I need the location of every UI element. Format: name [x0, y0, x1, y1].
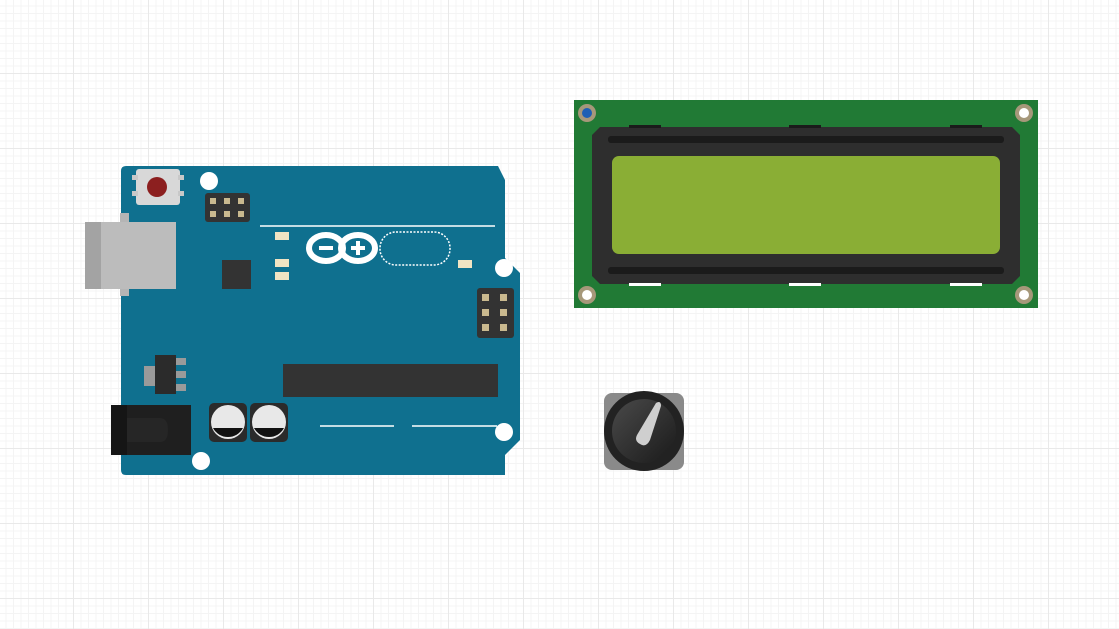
- arduino-pcb: [121, 166, 520, 475]
- icsp2-header: [205, 193, 250, 222]
- usb-connector: [85, 213, 176, 296]
- lcd-tab: [950, 125, 982, 128]
- voltage-regulator: [144, 355, 186, 394]
- lcd-tab: [789, 125, 821, 128]
- lcd-bezel-slot: [608, 136, 1004, 143]
- atmega-chip: [283, 364, 498, 397]
- usb-chip: [222, 260, 251, 289]
- lcd-tab: [629, 283, 661, 286]
- arduino-logo: [306, 231, 451, 266]
- led-tx: [275, 259, 289, 267]
- lcd-screen: [612, 156, 1000, 254]
- power-jack: [111, 405, 191, 455]
- mounting-hole: [495, 423, 513, 441]
- capacitor: [209, 403, 247, 442]
- lcd-mount-hole-inner: [582, 290, 592, 300]
- icsp-header: [477, 288, 514, 338]
- mounting-hole: [200, 172, 218, 190]
- lcd-tab: [629, 125, 661, 128]
- arduino-uno-board[interactable]: [85, 166, 520, 475]
- lcd-mount-hole-inner: [582, 108, 592, 118]
- lcd-bezel-slot: [608, 267, 1004, 274]
- lcd-16x2[interactable]: [574, 100, 1038, 308]
- mounting-hole: [495, 259, 513, 277]
- lcd-tab: [950, 283, 982, 286]
- led-on: [458, 260, 472, 268]
- pot-indicator-icon: [636, 402, 661, 446]
- led-l: [275, 232, 289, 240]
- mounting-hole: [192, 452, 210, 470]
- reset-button[interactable]: [132, 169, 184, 205]
- potentiometer[interactable]: [604, 391, 684, 471]
- lcd-mount-hole-inner: [1019, 290, 1029, 300]
- capacitor: [250, 403, 288, 442]
- lcd-tab: [789, 283, 821, 286]
- lcd-mount-hole-inner: [1019, 108, 1029, 118]
- led-rx: [275, 272, 289, 280]
